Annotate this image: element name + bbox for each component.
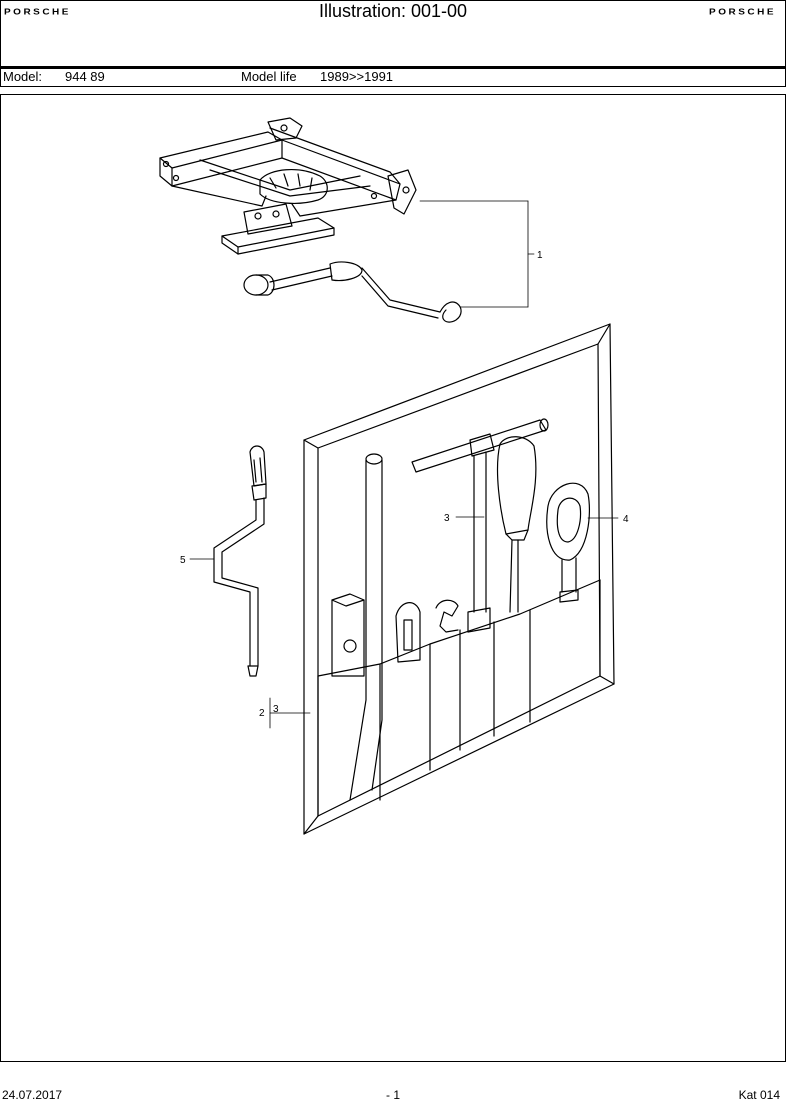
page-title: Illustration: 001-00 <box>318 1 468 21</box>
model-value: 944 89 <box>65 69 105 84</box>
tool-pouch-board-drawing <box>303 323 615 835</box>
callout-leaders <box>189 516 619 729</box>
wheel-brace-drawing <box>213 445 267 677</box>
model-info-row: Model: 944 89 Model life 1989>>1991 <box>0 69 786 87</box>
callout-2: 2 <box>259 708 265 719</box>
callout-1: 1 <box>537 250 543 261</box>
scissor-jack-drawing <box>159 117 417 255</box>
callout-4: 4 <box>623 514 629 525</box>
callout-3: 3 <box>444 513 450 524</box>
footer-page-number: - 1 <box>386 1088 401 1102</box>
model-life-label: Model life <box>241 69 297 84</box>
footer-catalog: Kat 014 <box>738 1088 780 1102</box>
porsche-logo-left: PORSCHE <box>4 8 71 17</box>
callout-5: 5 <box>180 555 186 566</box>
header-divider <box>0 66 786 69</box>
callout-2-subitem: 3 <box>273 704 279 715</box>
model-life-value: 1989>>1991 <box>320 69 394 84</box>
footer-date: 24.07.2017 <box>2 1088 63 1102</box>
porsche-logo-right: PORSCHE <box>709 8 776 17</box>
jack-crank-handle-drawing <box>243 261 462 323</box>
callout-1-leader <box>419 200 535 308</box>
model-label: Model: <box>3 69 43 84</box>
